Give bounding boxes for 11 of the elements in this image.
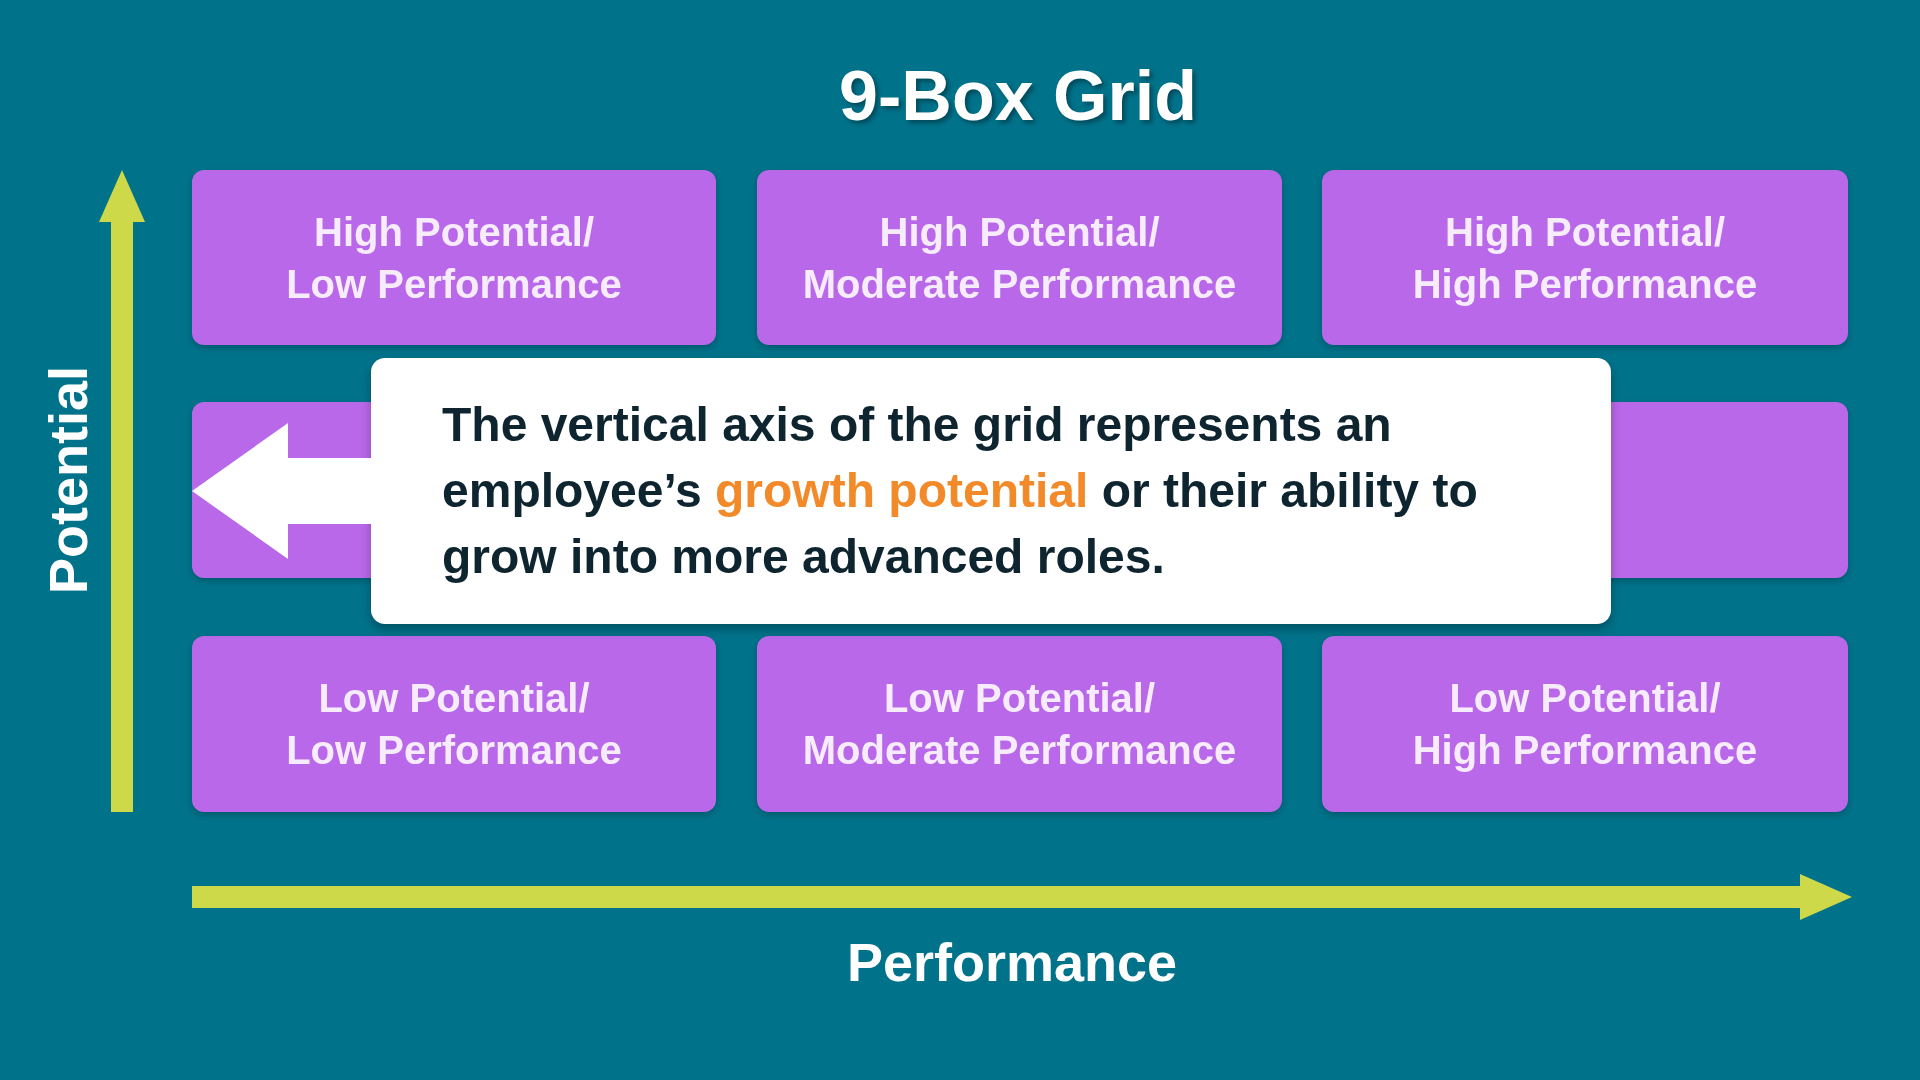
grid-tile: High Potential/ Low Performance [192,170,716,345]
explanation-tooltip: The vertical axis of the grid represents an employee’s growth potential or their ability to grow into more advanced roles. [371,358,1611,624]
arrow [192,423,371,559]
grid-tile: Low Potential/ High Performance [1322,636,1848,812]
grid-tile: High Potential/ Moderate Performance [757,170,1282,345]
axis-label: Potential [38,366,98,594]
grid-tile: Low Potential/ Low Performance [192,636,716,812]
grid-tile: Low Potential/ Moderate Performance [757,636,1282,812]
title: 9-Box Grid [839,56,1197,136]
axis-label: Performance [846,932,1178,992]
grid-tile: High Potential/ High Performance [1322,170,1848,345]
